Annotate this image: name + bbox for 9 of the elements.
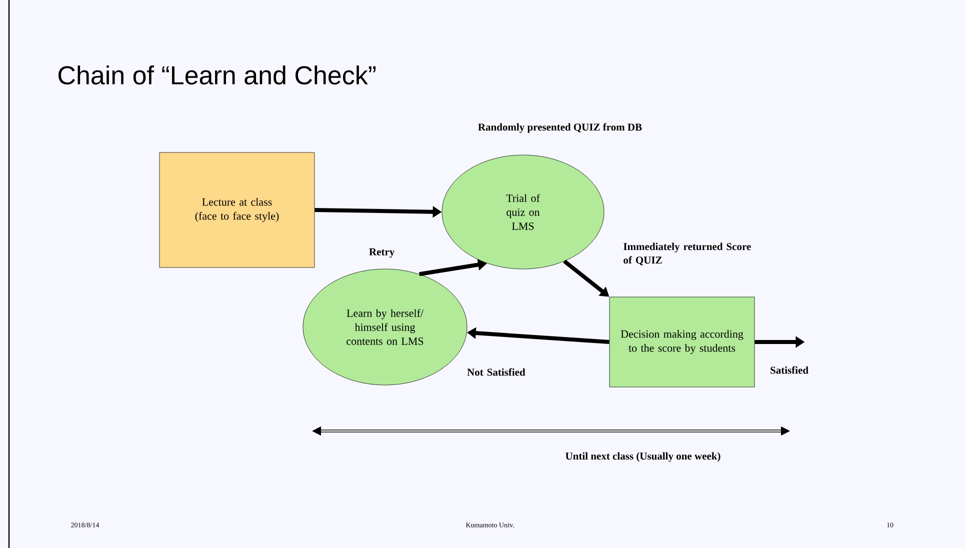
edge-label: Retry [369, 248, 395, 258]
duration-label: Until next class (Usually one week) [566, 452, 720, 462]
edge-label: Satisfied [770, 366, 808, 374]
process-box: Decision making according to the score by students [609, 296, 755, 388]
quiz-note: Randomly presented QUIZ from DB [478, 123, 642, 133]
edge-label: Not Satisfied [467, 368, 526, 376]
edge-label: Immediately returned Score of QUIZ [624, 242, 751, 266]
slide-title: Chain of “Learn and Check” [58, 65, 376, 85]
process-box: Lecture at class (face to face style) [159, 152, 315, 268]
